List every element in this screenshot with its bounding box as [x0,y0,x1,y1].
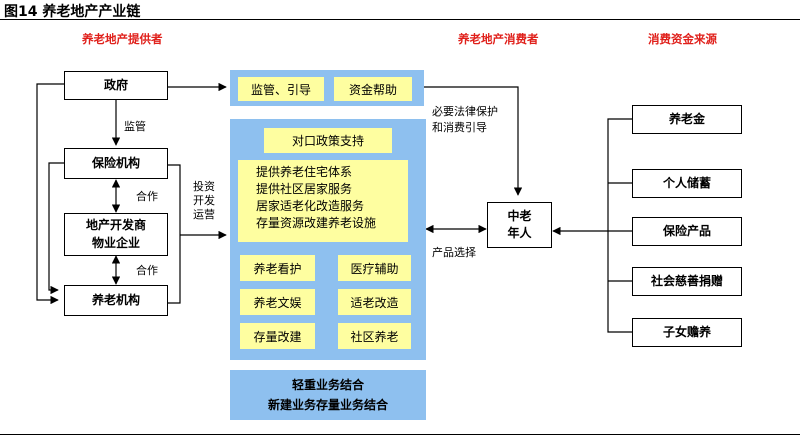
supervise-label: 监管 [124,120,146,133]
grid-item-community: 社区养老 [338,323,411,349]
developer-box: 地产开发商 物业企业 [64,213,168,256]
section-providers: 养老地产提供者 [82,32,163,46]
legal-protection-label: 必要法律保护 [432,105,498,118]
funding-charity: 社会慈善捐赠 [632,267,742,296]
service-item: 存量资源改建养老设施 [256,216,377,230]
funding-label: 子女赡养 [662,324,711,339]
connector-legal [424,86,523,196]
connector-invest-bracket [168,164,181,304]
grid-item-recreation: 养老文娱 [240,289,315,315]
developer-label: 地产开发商 [85,218,146,233]
funding-pension: 养老金 [632,105,742,134]
consumer-label-2: 年人 [507,226,532,240]
title-divider [0,19,800,20]
invest-label: 投资开发运营 [184,180,224,222]
services-box: 提供养老住宅体系 提供社区居家服务 居家适老化改造服务 存量资源改建养老设施 [238,160,408,242]
supervise-guide-box: 监管、引导 [238,77,324,101]
insurance-label: 保险机构 [91,155,140,170]
service-item: 提供养老住宅体系 [256,165,353,179]
consumer-label-1: 中老 [507,208,532,223]
policy-support-box: 对口政策支持 [264,128,392,153]
funding-savings: 个人储蓄 [632,169,742,198]
funding-label: 个人储蓄 [662,175,711,190]
service-item: 居家适老化改造服务 [256,199,365,213]
cooperate-label-1: 合作 [136,190,158,203]
government-label: 政府 [103,77,128,92]
consumer-box: 中老 年人 [487,202,552,248]
connector-insurance-elderly [48,162,64,295]
elderly-institution-box: 养老机构 [64,285,168,316]
bottom-divider [0,434,800,435]
grid-item-stock-renovation: 存量改建 [240,323,315,349]
section-funding: 消费资金来源 [648,32,717,46]
grid-item-elderly-care: 养老看护 [240,255,315,281]
insurance-box: 保险机构 [64,148,168,179]
elderly-institution-label: 养老机构 [91,292,140,307]
funding-label: 保险产品 [662,223,711,238]
property-company-label: 物业企业 [91,235,140,250]
funding-label: 社会慈善捐赠 [650,273,723,288]
cooperate-label-2: 合作 [136,264,158,277]
grid-item-medical: 医疗辅助 [338,255,411,281]
service-item: 提供社区居家服务 [256,182,353,196]
bottom-panel [230,370,426,420]
government-box: 政府 [64,71,168,100]
connector-gov-elderly [36,83,64,305]
bottom-line-2: 新建业务存量业务结合 [267,398,388,412]
funding-children: 子女赡养 [632,318,742,347]
funding-insurance: 保险产品 [632,217,742,246]
consumption-guide-label: 和消费引导 [432,121,487,134]
section-consumers: 养老地产消费者 [458,32,539,46]
product-choice-label: 产品选择 [432,246,476,259]
invest-text: 投资开发运营 [193,180,215,221]
figure-title: 图14 养老地产产业链 [4,4,141,20]
bottom-line-1: 轻重业务结合 [291,378,364,392]
fund-help-box: 资金帮助 [334,77,412,101]
funding-bracket [607,118,632,333]
grid-item-adaptation: 适老改造 [338,289,411,315]
funding-label: 养老金 [668,111,705,126]
